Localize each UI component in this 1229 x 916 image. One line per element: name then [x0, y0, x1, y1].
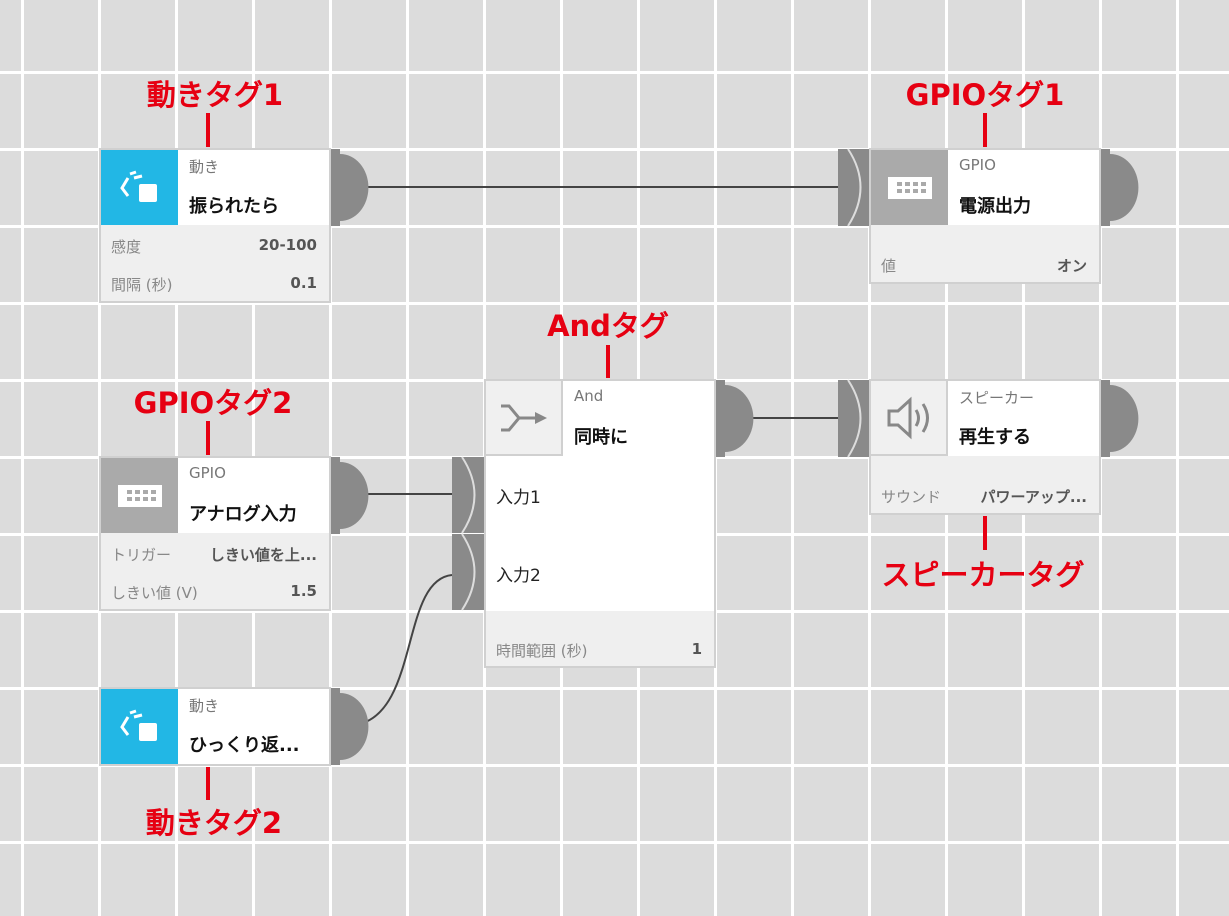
property-row: しきい値 (V)1.5: [111, 582, 317, 602]
annotation-line: [206, 113, 210, 147]
gpio-tag-2-node[interactable]: GPIO アナログ入力 トリガーしきい値を上... しきい値 (V)1.5: [99, 456, 331, 611]
annotation-line: [206, 767, 210, 800]
annotation-gpio-tag-2: GPIOタグ2: [133, 386, 293, 420]
motion-tag-2-node[interactable]: 動き ひっくり返...: [99, 687, 331, 766]
annotation-motion-tag-1: 動きタグ1: [146, 78, 284, 112]
output-port: [715, 380, 754, 457]
input-port: [452, 456, 485, 534]
annotation-and-tag: Andタグ: [547, 309, 669, 343]
motion-icon: [101, 150, 178, 225]
annotation-motion-tag-2: 動きタグ2: [145, 806, 283, 840]
merge-icon: [486, 381, 563, 456]
and-tag-node[interactable]: And 同時に 入力1 入力2 時間範囲 (秒)1: [484, 379, 716, 668]
wire-motion2-and: [354, 574, 453, 726]
input-1-label: 入力1: [496, 488, 541, 508]
motion-icon: [101, 689, 178, 764]
speaker-tag-node[interactable]: スピーカー 再生する サウンドパワーアップ...: [869, 379, 1101, 515]
gpio-tag-1-node[interactable]: GPIO 電源出力 値オン: [869, 148, 1101, 284]
input-2-label: 入力2: [496, 566, 541, 586]
annotation-line: [606, 345, 610, 378]
annotation-line: [983, 516, 987, 550]
input-port: [838, 148, 870, 227]
property-row: 値オン: [881, 257, 1087, 275]
property-row: 時間範囲 (秒)1: [496, 640, 702, 660]
speaker-icon: [871, 381, 948, 456]
output-port: [1100, 380, 1139, 457]
output-port: [1100, 149, 1139, 226]
property-row: 間隔 (秒)0.1: [111, 274, 317, 294]
gpio-icon: [871, 150, 948, 225]
annotation-gpio-tag-1: GPIOタグ1: [905, 78, 1065, 112]
annotation-speaker-tag: スピーカータグ: [881, 558, 1085, 592]
gpio-icon: [101, 458, 178, 533]
output-port: [330, 688, 369, 765]
property-row: トリガーしきい値を上...: [111, 546, 317, 564]
input-port: [452, 533, 485, 611]
output-port: [330, 457, 369, 534]
annotation-line: [206, 421, 210, 455]
output-port: [330, 149, 369, 226]
input-port: [838, 379, 870, 458]
annotation-line: [983, 113, 987, 147]
property-row: サウンドパワーアップ...: [881, 488, 1087, 506]
